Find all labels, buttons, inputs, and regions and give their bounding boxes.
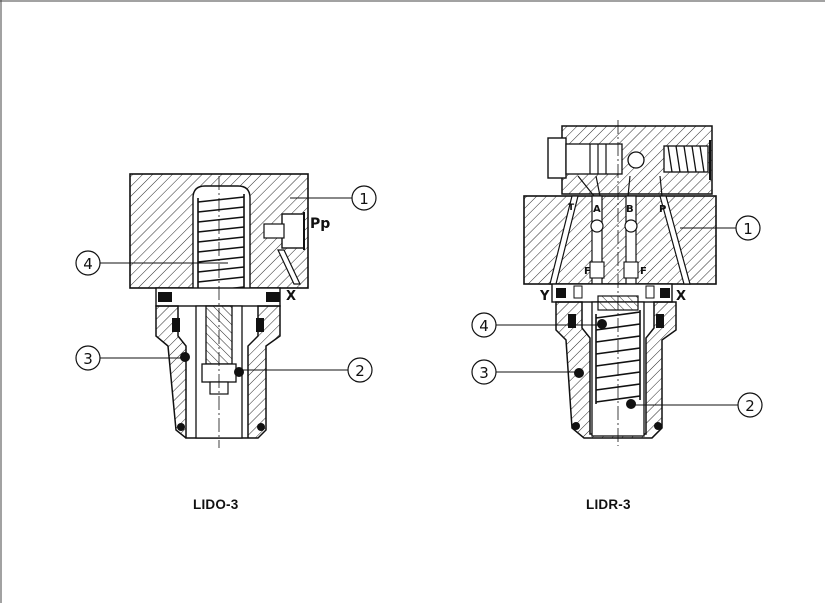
lidr-callout-2: 2	[745, 397, 755, 415]
lidr-port-f1: F	[584, 266, 591, 277]
lido-pilot-channel	[277, 249, 301, 285]
lidr-cartridge-sleeve	[555, 301, 677, 439]
lido-port-x: X	[286, 289, 296, 304]
lido-callout-2: 2	[355, 362, 365, 380]
lidr-callout-3: 3	[479, 364, 489, 382]
lidr-3-valve: 1 4 3 2 T A B P F F Y X	[471, 120, 763, 446]
lidr-3-caption: LIDR-3	[586, 497, 631, 512]
lidr-port-x: X	[676, 289, 686, 304]
lidr-port-f2: F	[640, 266, 647, 277]
lido-3-caption: LIDO-3	[193, 497, 239, 512]
lidr-callout-4: 4	[479, 317, 489, 335]
lidr-port-p: P	[659, 204, 666, 215]
lido-port-pp: Pp	[310, 216, 330, 232]
lido-callout-3: 3	[83, 350, 93, 368]
lido-callout-4: 4	[83, 255, 93, 273]
lidr-port-t: T	[568, 203, 575, 213]
lidr-callout-1: 1	[743, 220, 753, 238]
lido-callout-1: 1	[359, 190, 369, 208]
lido-spring	[197, 194, 245, 296]
lidr-port-a: A	[593, 204, 601, 215]
lido-pilot-plug	[281, 213, 305, 249]
lidr-port-b: B	[626, 204, 634, 215]
lido-3-valve: 1 4 3 2 Pp X	[75, 173, 377, 448]
lidr-port-y: Y	[539, 289, 550, 304]
